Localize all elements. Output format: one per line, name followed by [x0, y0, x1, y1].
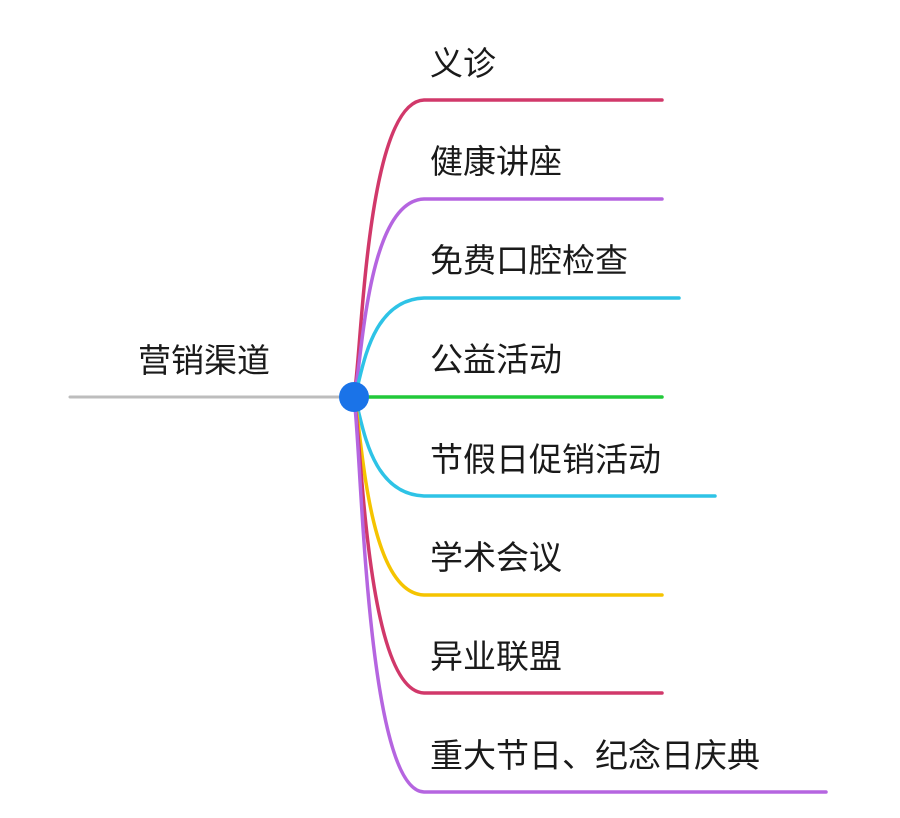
branch-label-cross-industry-alliance[interactable]: 异业联盟 [430, 637, 562, 676]
branch-label-holiday-promotion[interactable]: 节假日促销活动 [430, 440, 661, 479]
root-topic-label[interactable]: 营销渠道 [138, 341, 270, 380]
branch-label-health-lecture[interactable]: 健康讲座 [430, 142, 562, 181]
branch-label-free-oral-checkup[interactable]: 免费口腔检查 [430, 241, 628, 280]
branch-curve-major-holiday-celebration [352, 395, 828, 794]
branch-label-charity-event[interactable]: 公益活动 [430, 340, 562, 379]
root-node-dot[interactable] [339, 382, 369, 412]
branch-label-free-clinic[interactable]: 义诊 [430, 44, 496, 83]
branch-label-major-holiday-celebration[interactable]: 重大节日、纪念日庆典 [430, 736, 760, 775]
branch-label-academic-conference[interactable]: 学术会议 [430, 538, 562, 577]
branch-curve-health-lecture [352, 197, 664, 399]
